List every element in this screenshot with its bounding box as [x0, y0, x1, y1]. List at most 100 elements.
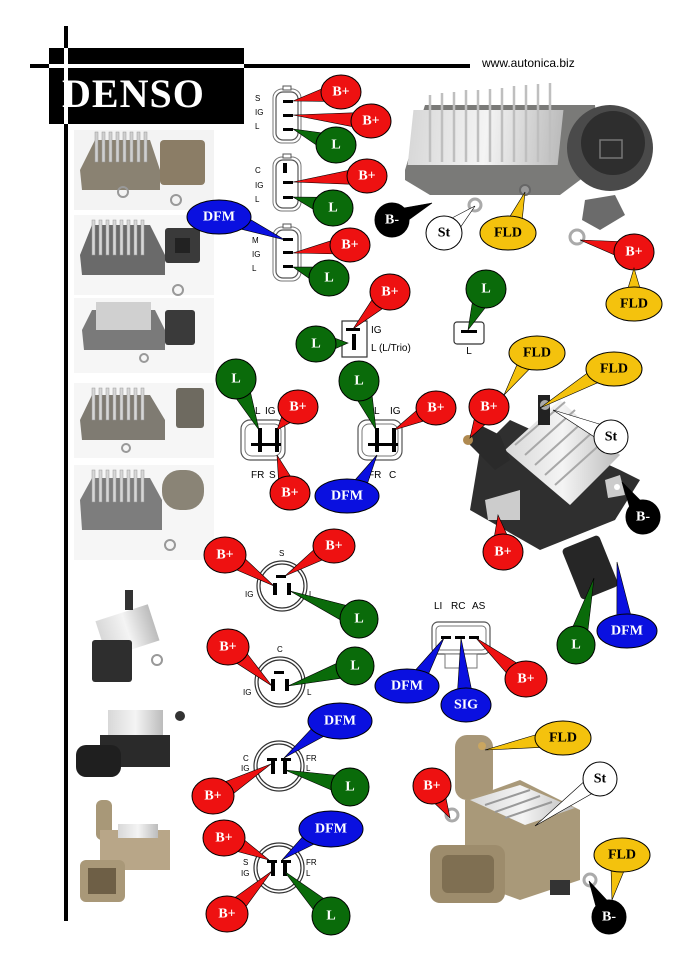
callout-bubble	[350, 103, 392, 139]
callout-label: B+	[362, 114, 379, 129]
callout-label: L	[324, 271, 333, 286]
callout-l: L	[292, 126, 357, 164]
pin-label: FR	[306, 858, 317, 867]
pin-label: AS	[472, 601, 486, 612]
callout-bplus: B+	[468, 388, 510, 439]
callout-l: L	[465, 269, 507, 331]
callout-label: L	[350, 659, 359, 674]
brand-logo: DENSO	[62, 71, 205, 116]
terminal	[469, 636, 479, 639]
connector-inner-ring	[256, 845, 302, 891]
connector-inner	[244, 423, 282, 457]
callout-bplus: B+	[292, 103, 392, 139]
callout-bubble	[534, 720, 592, 756]
callout-bubble	[314, 478, 380, 514]
logo-inner-hline	[49, 64, 244, 68]
callout-fld: FLD	[484, 720, 592, 756]
terminal	[346, 328, 360, 331]
callout-bplus: B+	[202, 819, 270, 861]
pin-label: IG	[255, 108, 263, 117]
callout-l: L	[295, 325, 349, 363]
callout-bubble	[596, 613, 658, 649]
terminal	[283, 163, 287, 173]
callout-label: B-	[385, 213, 399, 228]
pin-label: L (L/Trio)	[371, 343, 411, 354]
callout-bubble	[585, 351, 643, 387]
callout-bubble	[312, 528, 356, 564]
terminal	[283, 128, 293, 131]
connector-tab	[282, 223, 292, 229]
callout-bubble	[202, 819, 246, 857]
callout-label: L	[345, 780, 354, 795]
connector-l-ig-fr-s	[240, 419, 286, 461]
callout-bubble	[605, 286, 663, 322]
connector-tab	[282, 85, 292, 91]
pin-label: L	[255, 195, 260, 204]
terminal	[352, 334, 356, 350]
terminal	[283, 181, 293, 184]
pin-label: L	[255, 122, 260, 131]
callout-label: FLD	[600, 362, 628, 377]
callout-bplus: B+	[393, 390, 457, 431]
callout-label: DFM	[203, 210, 235, 225]
terminal	[285, 679, 289, 691]
callout-bubble	[374, 668, 440, 704]
callout-label: L	[571, 638, 580, 653]
callout-bplus: B+	[352, 273, 411, 330]
callout-dfm: DFM	[186, 199, 286, 241]
terminal	[283, 196, 293, 199]
callout-label: FLD	[494, 226, 522, 241]
callout-sig: SIG	[440, 637, 492, 723]
callout-bubble	[186, 199, 252, 235]
connector-l-ig-fr-c	[357, 419, 403, 461]
callout-label: L	[354, 374, 363, 389]
terminal	[375, 428, 379, 452]
callout-fld: FLD	[503, 335, 566, 396]
callout-label: B+	[480, 400, 497, 415]
terminal	[283, 238, 293, 241]
callout-dfm: DFM	[374, 637, 445, 704]
website-url[interactable]: www.autonica.biz	[482, 56, 575, 70]
callout-bubble	[330, 767, 370, 807]
terminal	[392, 428, 396, 452]
callout-l: L	[284, 767, 370, 807]
thumbnail-regulator-7	[74, 705, 194, 790]
callout-label: B+	[358, 169, 375, 184]
connector-c-ig-l	[272, 153, 302, 212]
terminal	[283, 863, 287, 876]
pin-label: LI	[434, 601, 442, 612]
callout-bplus: B+	[292, 74, 362, 110]
callout-label: B+	[281, 486, 298, 501]
callout-bubble	[269, 475, 311, 511]
pin-label: FR	[251, 470, 264, 481]
pin-label: IG	[241, 869, 249, 878]
callout-label: FLD	[620, 297, 648, 312]
callout-l: L	[287, 646, 375, 687]
callout-bubble	[308, 259, 350, 297]
connector-round-c-ig-l	[254, 656, 306, 708]
photo-regulator-round-connector	[405, 83, 653, 246]
terminal	[271, 679, 275, 691]
callout-label: B-	[602, 910, 616, 925]
terminal	[283, 761, 287, 774]
callout-bubble	[415, 390, 457, 426]
pin-label: RC	[451, 601, 465, 612]
callout-label: B+	[215, 831, 232, 846]
connector-round-s-ig-l	[256, 560, 308, 612]
callout-bplus: B+	[191, 763, 272, 815]
terminal	[455, 636, 465, 639]
callout-dfm: DFM	[281, 810, 364, 861]
terminal	[271, 761, 275, 774]
thumbnail-regulator-5	[74, 465, 214, 560]
callout-label: SIG	[454, 698, 478, 713]
thumbnail-regulator-3	[74, 298, 214, 373]
callout-label: B+	[216, 548, 233, 563]
pin-label: IG	[245, 590, 253, 599]
terminal	[283, 251, 293, 254]
callout-bubble	[412, 767, 452, 805]
callout-label: FLD	[608, 848, 636, 863]
callout-label: DFM	[611, 624, 643, 639]
pin-label: C	[243, 754, 249, 763]
terminal	[271, 863, 275, 876]
